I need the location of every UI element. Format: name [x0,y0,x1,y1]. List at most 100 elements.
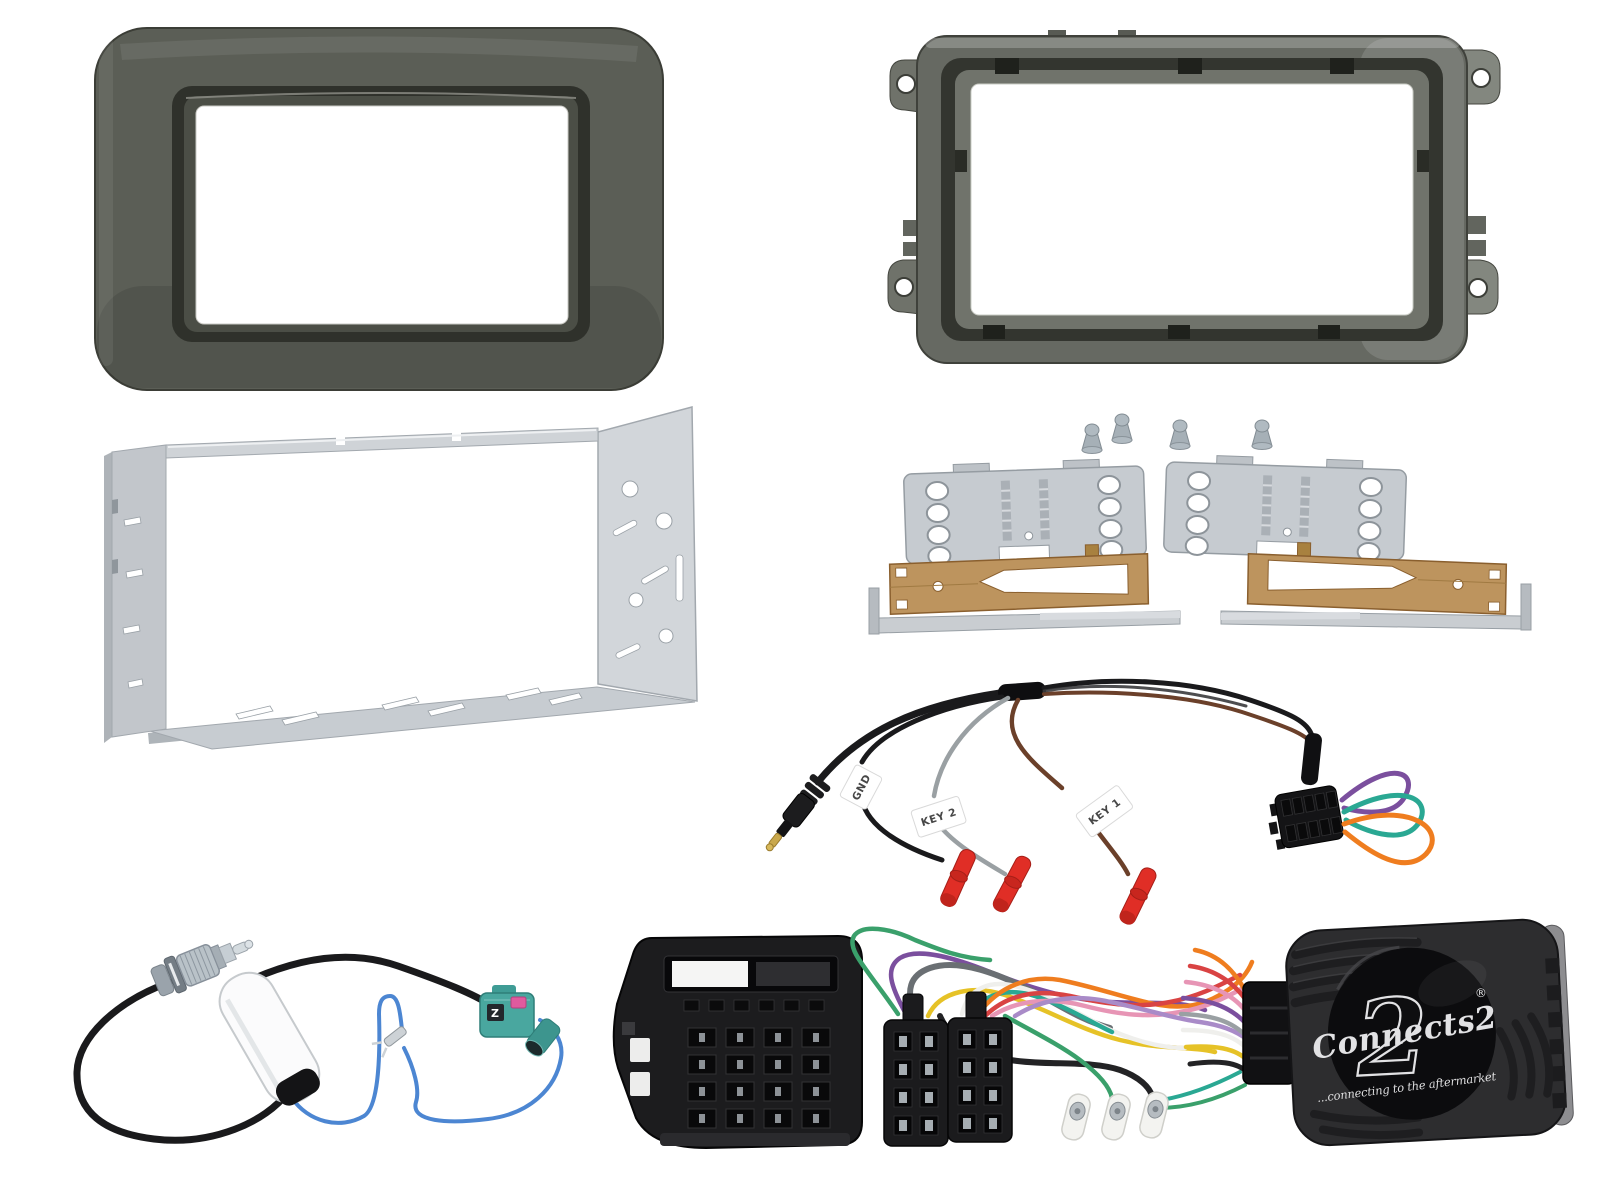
heat-shrink [1301,732,1322,786]
harness-main-cable [814,689,1004,786]
wire-green [850,926,993,1017]
label-flag-gnd: GND [839,764,883,810]
pin-cells [1280,790,1343,843]
key2-wire [931,695,1011,877]
gloss-rim-highlight [1336,945,1400,991]
red-bullet-connector [1119,867,1157,925]
iso-pin-cells [893,1031,939,1136]
blue-remote-wire-loop [402,1018,564,1124]
cage-right-wall [597,406,698,702]
red-bullet-connector [992,855,1032,913]
fixing-screws [1081,413,1273,454]
fascia-rear-top-highlight [925,38,1460,48]
mount-ear-hole [894,277,914,297]
interface-box-body: 2 Connects2 ® ...connecting to the after… [1285,918,1574,1147]
fascia-front-bevel-highlight [185,92,577,99]
flange-hole [630,1072,650,1096]
fakra-pink-latch [510,996,527,1009]
registered-mark: ® [1475,986,1488,1001]
box-wire-yellow [1183,1044,1251,1064]
white-bullet-connector [1139,1091,1169,1139]
brass-bracket-left [888,544,1150,616]
quadlock-connector [612,934,863,1150]
side-bracket-plate-left [903,458,1147,567]
side-tabs-left [903,220,917,256]
hatch-slot-lines [1001,488,1050,532]
fascia-front-top-highlight [120,36,638,62]
mount-ear-hole [1471,68,1491,88]
box-ribs-bottom-right [1495,1012,1554,1101]
cage-left-wall-slots [122,516,144,689]
cage-top-rail-highlight [167,429,597,448]
quadlock-iso-harness [612,926,1255,1150]
fascia-front-opening [195,105,569,325]
side-tabs-right [1464,216,1486,256]
fakra-connector: Z [479,985,561,1057]
phantom-power-tube [218,971,321,1106]
antenna-adapter: Z [73,939,564,1144]
crimp-terminal [371,1026,407,1058]
iso-connector-1 [883,993,949,1147]
twisted-wire-black [1041,678,1315,739]
wire-lavender [1012,995,1251,1043]
mount-ear-hole [896,74,916,94]
iso-pins [963,1034,997,1129]
hatch-slot-lines [1261,484,1310,528]
box-edge-pin-slots [1545,957,1567,1109]
brass-bracket-right [1246,542,1508,616]
cage-punch-holes [612,480,684,659]
twisted-wire-brown [1042,690,1314,746]
cage-left-wall [111,444,167,738]
connector-ridges [1250,1006,1288,1060]
flange-hole [630,1038,650,1062]
bracket-kit [868,413,1532,635]
quadlock-teeth [683,999,825,1012]
cable-junction-sleeve [998,681,1047,702]
swc-patch-harness: GND KEY 2 KEY 1 [765,678,1435,925]
fascia-panel-rear [887,30,1501,364]
side-bracket-plate-right [1163,455,1408,562]
key1-wire [1009,697,1131,877]
knurl-lines [179,946,216,985]
slide-rail-right [1220,583,1532,631]
patch-connector-10pin [1268,785,1344,850]
white-bullet-connector [1101,1093,1131,1141]
fascia-panel-front [94,27,664,391]
tube-end-cap [275,1068,320,1106]
wire-teal-right [1160,1070,1242,1102]
loop-wire-teal [1341,793,1425,838]
label-flag-key1: KEY 1 [1075,785,1133,838]
cage-left-edge [104,452,112,743]
box-ribs-top-left [1288,937,1424,1008]
blue-remote-wire [290,993,404,1125]
loop-wire-orange [1341,812,1435,866]
white-bullet-connector [1061,1093,1091,1141]
swc-interface-box: 2 Connects2 ® ...connecting to the after… [1178,918,1574,1147]
iso-pin-cells [957,1029,1003,1134]
antenna-cable-to-fakra [238,953,496,1010]
twisted-wire-grey [1042,684,1248,708]
screw [1169,419,1191,450]
cage-floor-slots [235,687,583,726]
fascia-rear-opening [970,83,1414,316]
gloss-glare [1418,960,1487,1007]
iso-pins [899,1036,933,1131]
fakra-barrel-opening [525,1039,544,1057]
wire-teal [967,989,1115,1035]
connects2-big-numeral: 2 [1352,974,1432,1101]
quadlock-window-hole [672,961,748,987]
screw [1081,423,1103,454]
iso-connector-2 [947,991,1013,1143]
din-mounting-cage [104,406,698,750]
gnd-wire [859,694,1005,863]
screw [1111,413,1133,444]
cage-left-notches [112,499,118,574]
red-bullet-connector [940,849,976,907]
screw [1251,419,1273,450]
fascia-front-left-highlight [99,36,113,366]
wire-green-down [1002,1013,1115,1101]
fakra-code-marking: Z [491,1007,499,1020]
cage-floor [149,686,696,750]
box-gloss-circle [1327,947,1496,1120]
